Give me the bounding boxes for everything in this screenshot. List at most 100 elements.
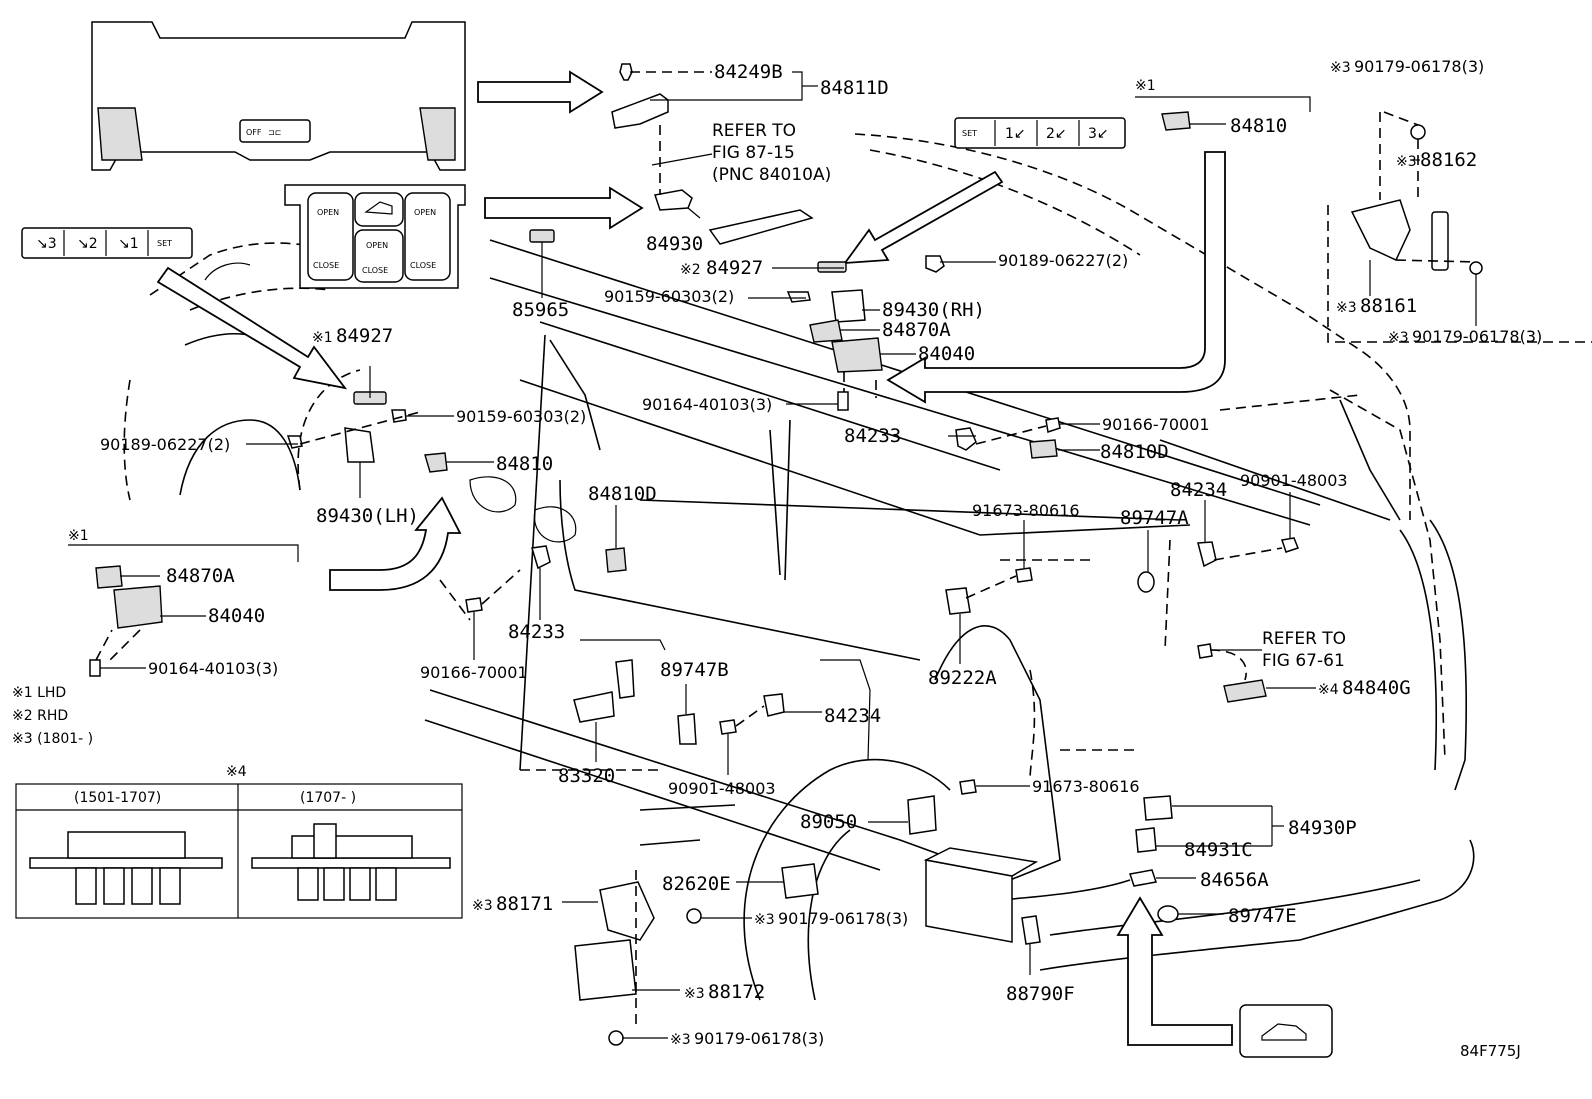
label-89050: 89050 (800, 811, 857, 833)
label-90166-rh: 90166-70001 (1102, 415, 1210, 434)
label-84234-lh: 84234 (824, 705, 881, 727)
legend-lhd: ※1 LHD (12, 685, 66, 701)
refer-87-a: REFER TO (712, 121, 796, 141)
label-84810-lh: 84810 (496, 453, 553, 475)
rear-hatch-switch (1239, 1004, 1333, 1058)
parts-glyphs (89, 63, 1483, 1046)
legend-notes: ※1 LHD ※2 RHD ※3 (1801- ) (12, 685, 93, 747)
label-90164-rh: 90164-40103(3) (642, 395, 772, 414)
marker-1-top: ※1 (1135, 78, 1156, 94)
label-90164-lhd: 90164-40103(3) (148, 659, 278, 678)
door-switch-panel: OPEN CLOSE OPEN CLOSE OPEN CLOSE (284, 184, 466, 289)
label-84931C: 84931C (1184, 839, 1253, 861)
svg-text:1↙: 1↙ (1005, 126, 1026, 142)
label-84233-lh: 84233 (508, 621, 565, 643)
callout-arrows (156, 70, 1233, 1046)
memory-left-set: SET (157, 239, 172, 248)
marker-1-lh: ※1 (312, 330, 333, 346)
marker-4: ※4 (1318, 682, 1339, 698)
marker-1-lhd-box: ※1 (68, 528, 89, 544)
marker-3-90179-bot: ※3 (670, 1032, 691, 1048)
leader-lines (68, 71, 1592, 1039)
label-89222A: 89222A (928, 667, 997, 689)
memory-right-set: SET (962, 129, 977, 138)
svg-text:3↙: 3↙ (1088, 126, 1109, 142)
label-82620E: 82620E (662, 873, 731, 895)
marker-3-88162: ※3 (1396, 154, 1417, 170)
label-84656A: 84656A (1200, 869, 1269, 891)
right-door-open: OPEN (414, 208, 436, 217)
refer-87-c: (PNC 84010A) (712, 165, 831, 185)
overhead-off-label: OFF (246, 128, 262, 137)
label-85965: 85965 (512, 299, 569, 321)
label-84233-rh: 84233 (844, 425, 901, 447)
label-84930: 84930 (646, 233, 703, 255)
label-90166-lh: 90166-70001 (420, 663, 528, 682)
label-88161: 88161 (1360, 295, 1417, 317)
marker-3-88172: ※3 (684, 986, 705, 1002)
label-88162: 88162 (1420, 149, 1477, 171)
label-84810D-mid: 84810D (588, 483, 657, 505)
variant-col-1707: (1707- ) (300, 790, 356, 806)
left-door-open: OPEN (317, 208, 339, 217)
marker-3-tr2: ※3 (1388, 330, 1409, 346)
label-90179-bot: 90179-06178(3) (694, 1029, 824, 1048)
label-90159-lh: 90159-60303(2) (456, 407, 586, 426)
label-84870A-lhd: 84870A (166, 565, 235, 587)
part-number-labels: 84249B 84811D REFER TO FIG 87-15 (PNC 84… (68, 57, 1542, 1048)
overhead-icon: ⊐⊏ (268, 128, 282, 137)
legend-1801: ※3 (1801- ) (12, 731, 93, 747)
marker-3-88161: ※3 (1336, 300, 1357, 316)
figure-code: 84F775J (1460, 1042, 1521, 1060)
label-90189-lh: 90189-06227(2) (100, 435, 230, 454)
center-door-open: OPEN (366, 241, 388, 250)
label-90901-rh: 90901-48003 (1240, 471, 1348, 490)
label-91673-bot: 91673-80616 (1032, 777, 1140, 796)
label-89747E: 89747E (1228, 905, 1297, 927)
svg-text:2↙: 2↙ (1046, 126, 1067, 142)
label-84810D-rh: 84810D (1100, 441, 1169, 463)
label-91673-top: 91673-80616 (972, 501, 1080, 520)
label-84810-top: 84810 (1230, 115, 1287, 137)
memory-switch-right: SET 1↙ 2↙ 3↙ (954, 117, 1126, 149)
label-84040-rh: 84040 (918, 343, 975, 365)
label-90901-lh: 90901-48003 (668, 779, 776, 798)
variant-box-4: ※4 (1501-1707) (1707- ) (15, 764, 463, 919)
label-88172: 88172 (708, 981, 765, 1003)
center-door-close: CLOSE (362, 266, 388, 275)
variant-col-1501: (1501-1707) (74, 790, 161, 806)
refer-87-b: FIG 87-15 (712, 143, 795, 163)
vehicle-body-outline (123, 133, 1475, 1001)
label-89747B: 89747B (660, 659, 729, 681)
label-90179-mid: 90179-06178(3) (778, 909, 908, 928)
label-84927-lh: 84927 (336, 325, 393, 347)
label-84927-rh: 84927 (706, 257, 763, 279)
label-90189-rh: 90189-06227(2) (998, 251, 1128, 270)
marker-3-90179-mid: ※3 (754, 912, 775, 928)
memory-switch-left: ↘3 ↘2 ↘1 SET (21, 227, 193, 259)
right-door-close: CLOSE (410, 261, 436, 270)
refer-67-a: REFER TO (1262, 629, 1346, 649)
label-90179-tr2: 90179-06178(3) (1412, 327, 1542, 346)
label-83320: 83320 (558, 765, 615, 787)
label-84870A-rh: 84870A (882, 319, 951, 341)
label-84234-rh: 84234 (1170, 479, 1227, 501)
label-84840G: 84840G (1342, 677, 1411, 699)
legend-rhd: ※2 RHD (12, 708, 68, 724)
overhead-console: OFF ⊐⊏ (91, 21, 466, 171)
label-89430rh: 89430(RH) (882, 299, 985, 321)
variant-box-title: ※4 (226, 764, 247, 780)
label-84930P: 84930P (1288, 817, 1357, 839)
label-84811D: 84811D (820, 77, 889, 99)
car-icon (364, 201, 393, 215)
left-door-close: CLOSE (313, 261, 339, 270)
label-84249B: 84249B (714, 61, 783, 83)
label-88171: 88171 (496, 893, 553, 915)
svg-text:↘1: ↘1 (118, 236, 139, 252)
marker-3-tr1: ※3 (1330, 60, 1351, 76)
svg-text:↘2: ↘2 (77, 236, 98, 252)
marker-3-88171: ※3 (472, 898, 493, 914)
label-90159-top: 90159-60303(2) (604, 287, 734, 306)
